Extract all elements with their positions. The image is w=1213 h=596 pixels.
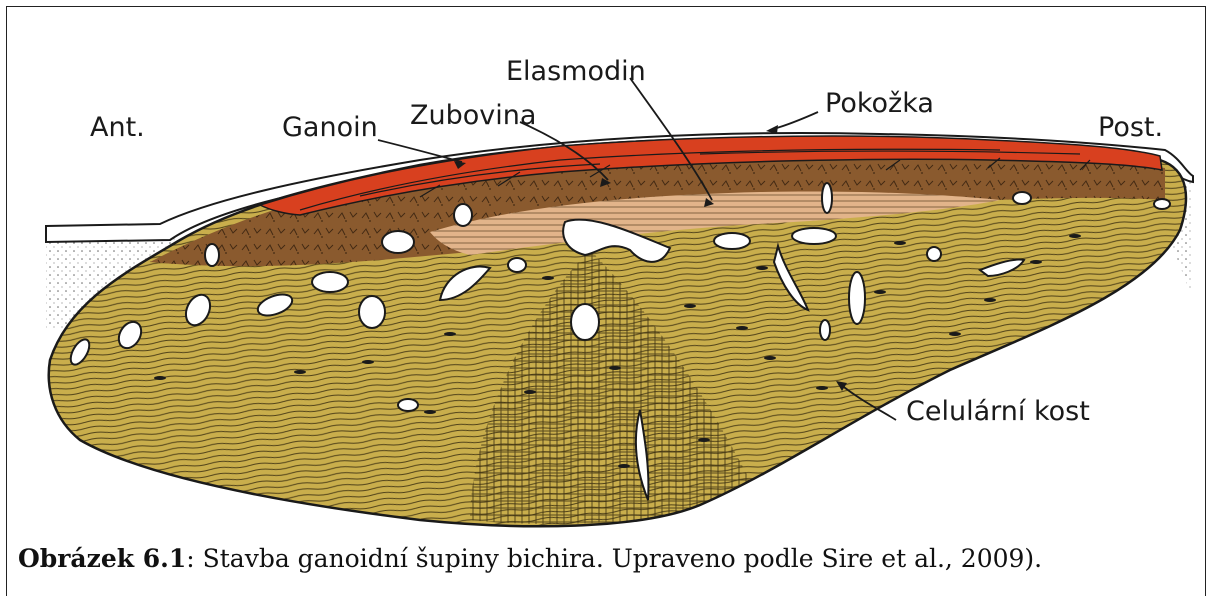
label-epidermis: Pokožka [825, 88, 934, 119]
label-elasmodine: Elasmodin [506, 56, 646, 87]
label-dentine: Zubovina [410, 100, 536, 131]
figure-caption: Obrázek 6.1: Stavba ganoidní šupiny bich… [18, 544, 1042, 573]
label-posterior: Post. [1098, 112, 1163, 143]
caption-label: Obrázek 6.1 [18, 544, 186, 573]
label-cellular-bone: Celulární kost [906, 396, 1090, 427]
caption-text: : Stavba ganoidní šupiny bichira. Uprave… [186, 544, 1042, 573]
label-ganoin: Ganoin [282, 112, 378, 143]
label-anterior: Ant. [90, 112, 145, 143]
